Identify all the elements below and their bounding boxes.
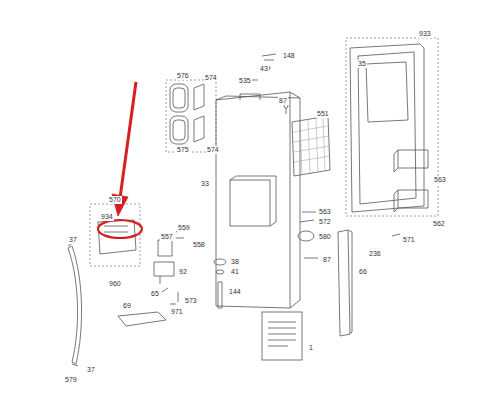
- callout-number: 562: [432, 220, 446, 228]
- callout-number: 37: [86, 366, 96, 374]
- callout-number: 570: [108, 196, 122, 204]
- callout-number: 33: [200, 180, 210, 188]
- callout-number: 557: [160, 233, 174, 241]
- callout-number: 37: [68, 236, 78, 244]
- callout-number: 580: [318, 233, 332, 241]
- callout-number: 65: [150, 290, 160, 298]
- callout-number: 576: [176, 72, 190, 80]
- callout-number: 563: [433, 176, 447, 184]
- callout-number: 571: [402, 236, 416, 244]
- callout-number: 66: [358, 268, 368, 276]
- callout-number: 563: [318, 208, 332, 216]
- callout-number: 92: [178, 268, 188, 276]
- callout-number: 558: [192, 241, 206, 249]
- callout-number: 43: [259, 65, 269, 73]
- callout-number: 236: [368, 250, 382, 258]
- callout-number: 535: [238, 77, 252, 85]
- callout-number: 87: [278, 97, 288, 105]
- callout-number: 574: [204, 74, 218, 82]
- callout-number: 934: [100, 213, 114, 221]
- callout-number: 551: [316, 110, 330, 118]
- callout-number: 971: [170, 308, 184, 316]
- callout-number: 574: [206, 146, 220, 154]
- callout-number: 1: [308, 344, 314, 352]
- callout-number: 960: [108, 280, 122, 288]
- callout-number: 579: [64, 376, 78, 384]
- callout-number: 69: [122, 302, 132, 310]
- callout-number: 575: [176, 146, 190, 154]
- callout-number: 933: [418, 30, 432, 38]
- callout-number: 559: [177, 224, 191, 232]
- callout-number: 38: [230, 258, 240, 266]
- callout-number: 572: [318, 218, 332, 226]
- callout-number: 87: [322, 256, 332, 264]
- callout-number: 148: [282, 52, 296, 60]
- callout-number: 573: [184, 297, 198, 305]
- callout-number: 35: [357, 60, 367, 68]
- callout-number: 41: [230, 268, 240, 276]
- callout-number: 144: [228, 288, 242, 296]
